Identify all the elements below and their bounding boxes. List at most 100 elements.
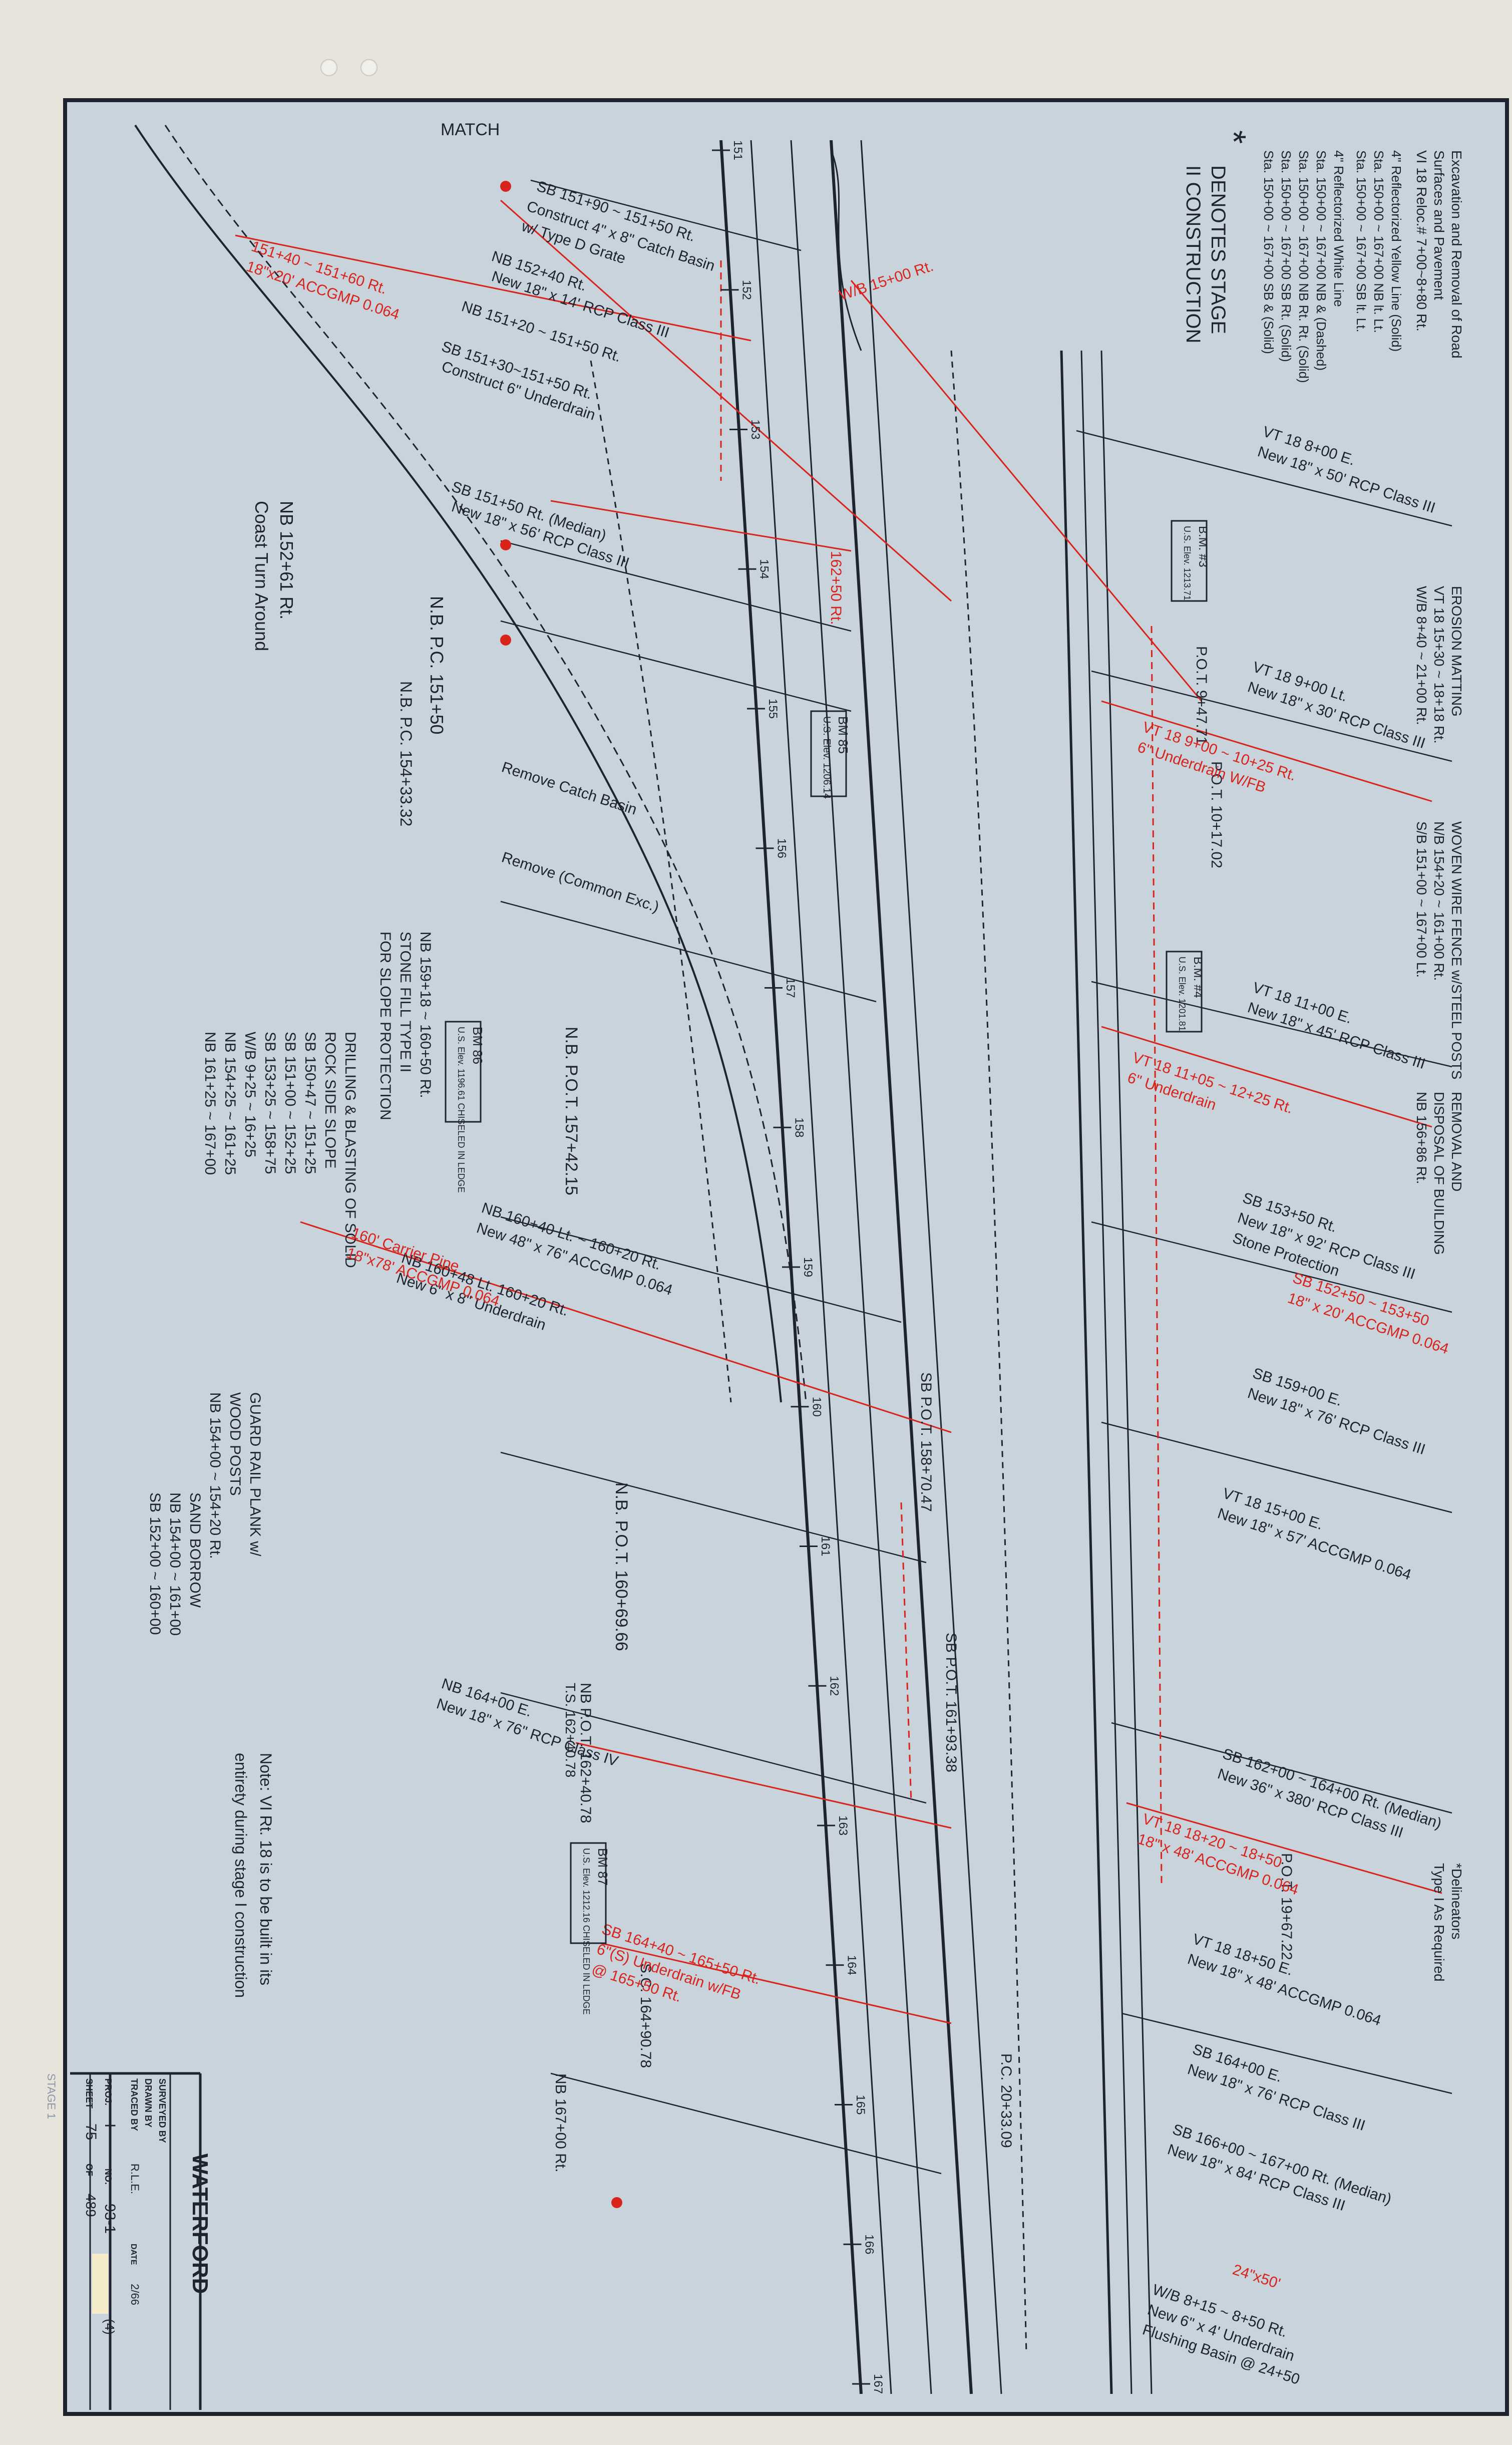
label-pot-19: P.O.T. 19+67.22 xyxy=(1278,1853,1295,1960)
label-coast-2: Coast Turn Around xyxy=(251,501,272,651)
redline-label: 24"x50' xyxy=(1231,2261,1283,2292)
bm-85-label: BM 85 xyxy=(836,716,851,754)
vt18-edge-line xyxy=(1080,350,1132,2394)
leader-line xyxy=(500,900,877,1003)
label-pc-20: P.C. 20+33.09 xyxy=(998,2053,1014,2148)
leader-line xyxy=(1091,670,1452,762)
label-guard-3: NB 154+00 ~ 154+20 Rt. xyxy=(207,1392,223,1559)
bm-87-desc: U.S. Elev. 1212.16 CHISELED IN LEDGE xyxy=(581,1848,591,2015)
label-stone-fill-3: FOR SLOPE PROTECTION xyxy=(377,932,394,1120)
label-drilling-3: SB 150+47 ~ 151+25 xyxy=(302,1032,318,1174)
station-label: 155 xyxy=(766,699,780,719)
bm-a3-desc: U.S. Elev. 1213.71 xyxy=(1182,526,1192,600)
stage-ii-line-2: II CONSTRUCTION xyxy=(1182,165,1204,344)
label-nb-pot-162: NB P.O.T. 162+40.78 xyxy=(577,1683,594,1823)
general-notes: * DENOTES STAGE II CONSTRUCTION Excavati… xyxy=(1182,130,1464,1982)
label-sand-1: SAND BORROW xyxy=(187,1492,203,1608)
label-stage-note-1: Note: VI Rt. 18 is to be built in its xyxy=(257,1753,275,1985)
label-stone-fill-2: STONE FILL TYPE II xyxy=(397,932,414,1072)
woven-note-2: N/B 154+20 ~ 161+00 Rt. xyxy=(1431,821,1447,981)
title-of-value: 489 xyxy=(83,2194,99,2217)
removal-note-1: REMOVAL AND xyxy=(1449,1092,1464,1191)
redline xyxy=(850,280,1203,702)
station-label: 159 xyxy=(801,1257,815,1277)
control-point xyxy=(500,539,511,550)
title-traced-by: TRACED BY xyxy=(129,2078,139,2131)
bm-a4-label: B.M. #4 xyxy=(1191,957,1205,998)
label-remove-cb: Remove Catch Basin xyxy=(500,759,639,818)
title-of-label: OF xyxy=(84,2164,94,2176)
leader-line xyxy=(500,620,852,712)
benchmark-box-87: BM 87 U.S. Elev. 1212.16 CHISELED IN LED… xyxy=(570,1842,610,2015)
label-drilling-4: SB 151+00 ~ 152+25 xyxy=(282,1032,298,1174)
leader-line xyxy=(500,1692,927,1804)
redline-underdrain xyxy=(900,1502,912,1803)
label-drilling-2: ROCK SIDE SLOPE xyxy=(322,1032,338,1168)
title-no-label: NO. xyxy=(103,2169,113,2185)
sb-edge-line xyxy=(790,140,932,2394)
redline xyxy=(550,500,852,552)
match-line-label: MATCH xyxy=(441,120,500,139)
title-traced-initials: R.L.E. xyxy=(129,2164,141,2194)
redline xyxy=(600,1942,952,2024)
redline-label: 162+50 Rt. xyxy=(828,551,844,625)
redline xyxy=(235,234,751,342)
leader-line xyxy=(1091,1221,1452,1313)
title-proj-label: PROJ. xyxy=(103,2078,113,2105)
vt18-baseline xyxy=(1060,350,1113,2394)
reflectorized-note-2: Sta. 150+00 ~ 167+00 NB lt. Lt. xyxy=(1371,150,1386,333)
label-sb-pot-158: SB P.O.T. 158+70.47 xyxy=(918,1372,934,1512)
redline xyxy=(1101,1026,1432,1128)
station-label: 156 xyxy=(775,838,789,858)
label-sb-pot-161: SB P.O.T. 161+93.38 xyxy=(943,1633,959,1772)
station-label: 166 xyxy=(863,2234,876,2254)
blueprint-paper xyxy=(65,100,1507,2414)
label-drilling-1: DRILLING & BLASTING OF SOLID xyxy=(342,1032,358,1268)
station-label: 163 xyxy=(836,1815,850,1836)
redline xyxy=(500,199,952,602)
control-point xyxy=(611,2197,622,2208)
label-nb-167: NB 167+00 Rt. xyxy=(552,2073,569,2173)
title-proj-value: I xyxy=(102,2123,118,2127)
station-label: 153 xyxy=(748,420,762,440)
station-label: 160 xyxy=(810,1397,824,1417)
leader-line xyxy=(1101,1421,1452,1513)
label-guard-2: WOOD POSTS xyxy=(227,1392,243,1496)
label-coast-1: NB 152+61 Rt. xyxy=(276,501,297,620)
erosion-note-2: VT 18 15+30 ~ 18+18 Rt. xyxy=(1431,586,1447,744)
title-sheet-value: 75 xyxy=(83,2123,99,2140)
excavation-note-3: VI 18 Reloc.# 7+00~8+80 Rt. xyxy=(1414,150,1429,332)
reflectorized-note-8: Sta. 150+00 ~ 167+00 SB & (Solid) xyxy=(1261,150,1276,354)
reflectorized-note-4: 4" Reflectorized White Line xyxy=(1331,150,1346,307)
title-drawn-by: DRAWN BY xyxy=(143,2078,153,2127)
benchmark-box-a4: B.M. #4 U.S. Elev. 1201.81 xyxy=(1166,951,1205,1033)
old-road-edge xyxy=(164,125,807,1403)
ramp-line xyxy=(830,150,862,351)
stage-ii-line-1: DENOTES STAGE xyxy=(1207,165,1229,334)
title-block: WATERFORD SURVEYED BY DRAWN BY TRACED BY… xyxy=(45,2072,212,2410)
station-label: 162 xyxy=(828,1676,841,1696)
plan-labels: MATCH SB 151+90 ~ 151+50 Rt. Construct 4… xyxy=(147,120,1451,2388)
punch-hole xyxy=(320,59,337,76)
label-stage-note-2: entirety during stage I construction xyxy=(232,1753,250,1998)
control-point xyxy=(500,181,511,192)
stage-ii-star: * xyxy=(1214,130,1253,144)
redline xyxy=(300,1221,952,1433)
label-drilling-5: SB 153+25 ~ 158+75 xyxy=(262,1032,278,1174)
leader-line xyxy=(1121,2012,1452,2094)
benchmark-box-85: BM 85 U.S. Elev. 1206.14 xyxy=(810,710,851,799)
bm-85-desc: U.S. Elev. 1206.14 xyxy=(821,716,832,799)
label-sand-3: SB 152+00 ~ 160+00 xyxy=(147,1492,163,1635)
label-sand-2: NB 154+00 ~ 161+00 xyxy=(167,1492,183,1636)
label-sc-164: S.C. 164+90.78 xyxy=(637,1963,654,2068)
bm-a3-label: B.M. #3 xyxy=(1196,526,1210,567)
bm-86-label: BM 86 xyxy=(470,1027,485,1064)
woven-note-1: WOVEN WIRE FENCE w/STEEL POSTS xyxy=(1449,821,1464,1079)
reflectorized-note-1: 4" Reflectorized Yellow Line (Solid) xyxy=(1389,150,1404,352)
leader-lines xyxy=(500,179,1452,2175)
label-nb-pot-157: N.B. P.O.T. 157+42.15 xyxy=(562,1027,581,1195)
redline xyxy=(1126,1802,1442,1894)
label-nb-pot-160: N.B. P.O.T. 160+69.66 xyxy=(612,1482,631,1651)
